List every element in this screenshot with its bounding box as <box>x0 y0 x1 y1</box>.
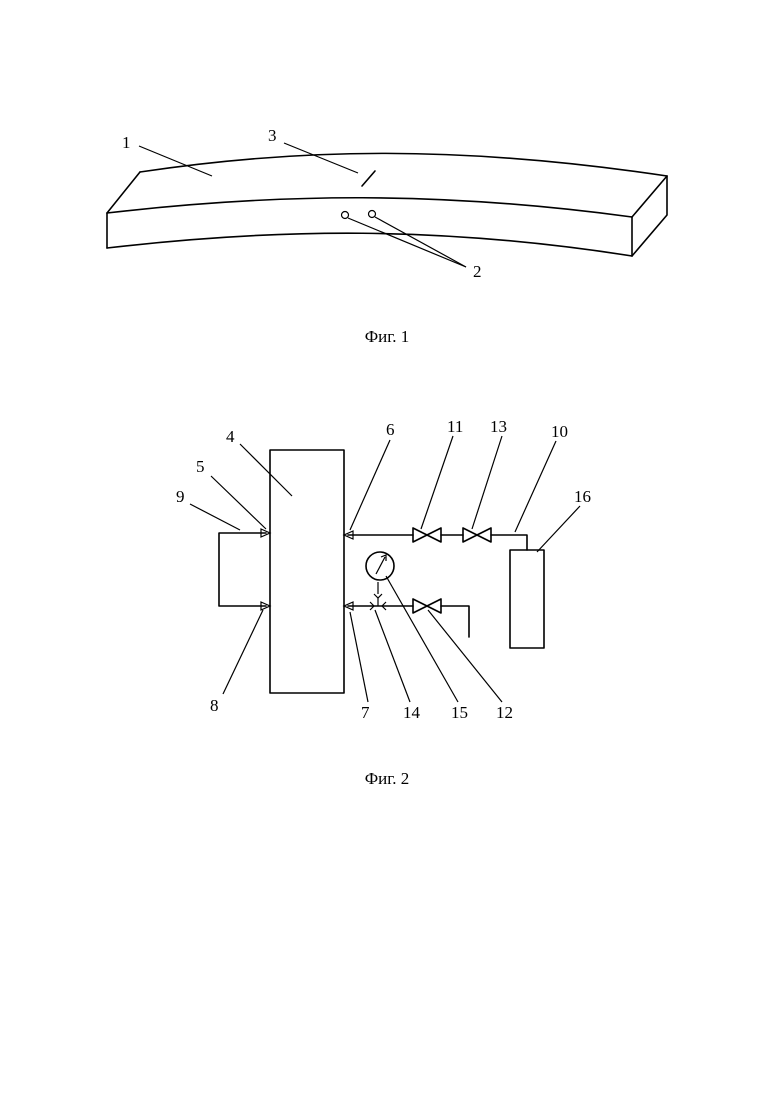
leader-9 <box>190 504 240 530</box>
leader-16 <box>537 506 580 552</box>
label-14: 14 <box>403 703 421 722</box>
leader-13 <box>472 436 502 529</box>
label-8: 8 <box>210 696 219 715</box>
tank <box>510 550 544 648</box>
hole-right <box>369 211 376 218</box>
label-12: 12 <box>496 703 513 722</box>
label-6: 6 <box>386 420 395 439</box>
slot-mark <box>362 171 375 186</box>
leader-5 <box>211 476 266 529</box>
leader-4 <box>240 444 292 496</box>
label-13: 13 <box>490 417 507 436</box>
valve-13 <box>463 528 491 542</box>
leader-8 <box>223 610 263 694</box>
label-4: 4 <box>226 427 235 446</box>
figure-2-caption: Фиг. 2 <box>365 769 410 788</box>
main-block <box>270 450 344 693</box>
leader-2a <box>348 218 466 267</box>
leader-3 <box>284 143 358 173</box>
outlet-pipe <box>441 606 469 637</box>
label-1: 1 <box>122 133 131 152</box>
label-2: 2 <box>473 262 482 281</box>
leader-7 <box>350 612 368 702</box>
valve-11 <box>413 528 441 542</box>
label-9: 9 <box>176 487 185 506</box>
leader-1 <box>139 146 212 176</box>
leader-11 <box>421 436 453 529</box>
figure-2: 4 5 9 8 6 7 11 13 10 16 14 15 12 Фиг. 2 <box>176 417 591 788</box>
curved-beam <box>107 153 667 256</box>
pressure-gauge <box>366 552 394 580</box>
valve-12 <box>413 599 441 613</box>
hole-left <box>342 212 349 219</box>
label-3: 3 <box>268 126 277 145</box>
leader-15 <box>386 576 458 702</box>
figure-1: 1 3 2 Фиг. 1 <box>107 126 667 346</box>
leader-6 <box>350 440 390 530</box>
label-16: 16 <box>574 487 591 506</box>
supply-pipe <box>491 535 527 550</box>
label-11: 11 <box>447 417 463 436</box>
loop-pipe <box>219 533 266 606</box>
label-7: 7 <box>361 703 370 722</box>
figure-1-caption: Фиг. 1 <box>365 327 410 346</box>
leader-12 <box>428 610 502 702</box>
label-5: 5 <box>196 457 205 476</box>
label-10: 10 <box>551 422 568 441</box>
leader-10 <box>515 441 556 532</box>
leader-14 <box>375 610 410 702</box>
leader-2b <box>375 217 466 267</box>
label-15: 15 <box>451 703 468 722</box>
